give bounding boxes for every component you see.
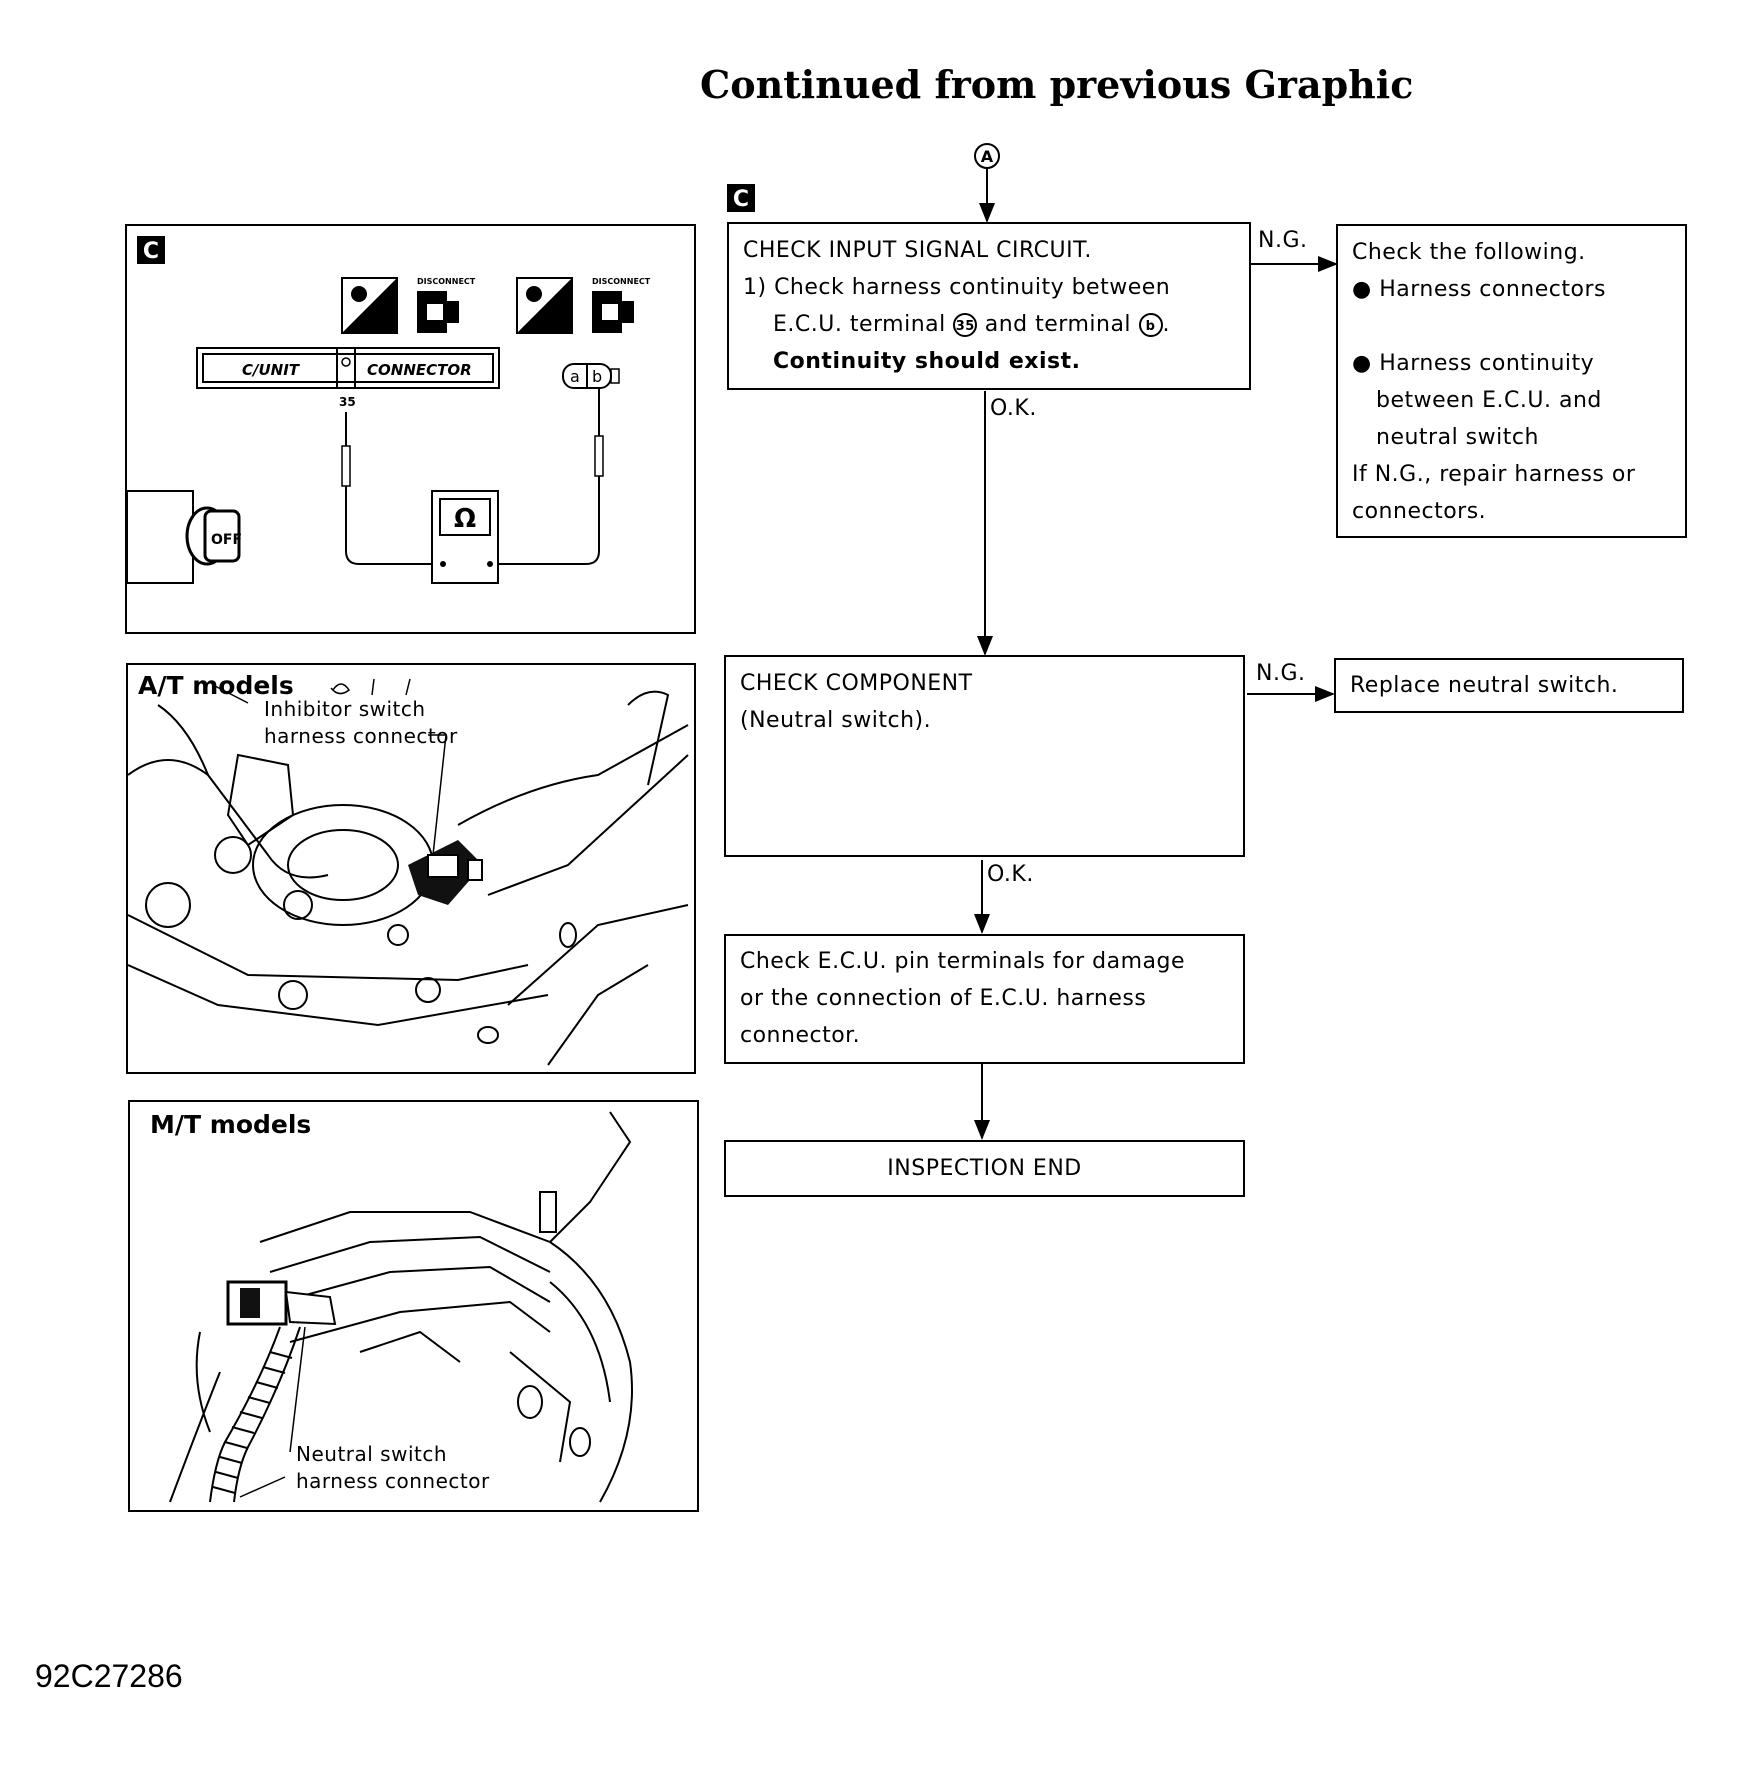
ignition-off-icon: OFF <box>185 506 242 566</box>
disconnect-label-2: DISCONNECT <box>592 277 651 286</box>
ok-label-1: O.K. <box>990 396 1037 421</box>
check-component-box: CHECK COMPONENT (Neutral switch). <box>724 655 1245 857</box>
ohm-symbol: Ω <box>454 504 476 534</box>
figure-code: 92C27286 <box>35 1658 183 1694</box>
mt-callout-line1: Neutral switch <box>296 1442 448 1466</box>
box1-line3a: E.C.U. terminal <box>773 312 946 337</box>
terminal-35-icon: 35 <box>953 313 978 337</box>
disconnect-icon-1 <box>341 277 398 334</box>
mt-models-label: M/T models <box>150 1110 312 1139</box>
at-callout-line2: harness connector <box>264 724 458 748</box>
terminal-b-label: b <box>592 367 602 386</box>
ngbox1-bullet2-text: Harness continuity <box>1379 351 1595 376</box>
box2-line2: (Neutral switch). <box>740 708 932 733</box>
box1-line2: 1) Check harness continuity between <box>743 275 1171 300</box>
ok-label-2: O.K. <box>987 862 1034 887</box>
box2-line1: CHECK COMPONENT <box>740 671 973 696</box>
ngbox1-last2: connectors. <box>1352 499 1487 524</box>
ngbox1-bullet2: ● Harness continuity <box>1352 351 1595 376</box>
box3-line3: connector. <box>740 1023 861 1048</box>
at-models-panel: A/T models Inhibitor switch harness conn… <box>126 663 696 1074</box>
box1-line3b: and terminal <box>984 312 1132 337</box>
terminal-b-icon: b <box>1138 313 1163 337</box>
box1-line1: CHECK INPUT SIGNAL CIRCUIT. <box>743 238 1092 263</box>
at-callout-line1: Inhibitor switch <box>264 697 426 721</box>
circuit-diagram: DISCONNECT DISCONNECT C/UNIT CONNECTOR 3… <box>127 277 651 584</box>
connector-icon-1 <box>417 291 459 333</box>
check-following-box: Check the following. ● Harness connector… <box>1336 224 1687 538</box>
ngbox1-spacer <box>1352 308 1671 345</box>
page-title: Continued from previous Graphic <box>700 62 1414 107</box>
ng-label-1: N.G. <box>1258 228 1308 253</box>
ngbox2-line1: Replace neutral switch. <box>1350 673 1619 698</box>
mt-callout-line2: harness connector <box>296 1469 490 1493</box>
ngbox1-line1: Check the following. <box>1352 240 1586 265</box>
disconnect-label-1: DISCONNECT <box>417 277 476 286</box>
ohmmeter-icon <box>127 490 194 584</box>
box1-line3: E.C.U. terminal 35 and terminal b. <box>743 306 1235 343</box>
mt-models-panel: M/T models Neutral switch harness connec… <box>128 1100 699 1512</box>
inspection-end-label: INSPECTION END <box>887 1156 1082 1181</box>
ignition-off-label: OFF <box>211 532 242 548</box>
box3-line1: Check E.C.U. pin terminals for damage <box>740 949 1185 974</box>
inhibitor-harness-connector <box>408 840 483 905</box>
ng-label-2: N.G. <box>1256 661 1306 686</box>
connector-icon-2 <box>592 291 634 333</box>
connector-a-letter: A <box>981 147 994 166</box>
replace-neutral-switch-box: Replace neutral switch. <box>1334 658 1684 713</box>
ngbox1-last1: If N.G., repair harness or <box>1352 462 1636 487</box>
cunit-label: C/UNIT <box>242 361 301 379</box>
check-input-signal-box: CHECK INPUT SIGNAL CIRCUIT. 1) Check har… <box>727 222 1251 390</box>
ngbox1-bullet1: ● Harness connectors <box>1352 277 1606 302</box>
section-tag-c: C <box>727 184 755 212</box>
at-models-label: A/T models <box>138 671 294 700</box>
terminal-a-label: a <box>570 367 580 386</box>
ngbox1-bullet1-text: Harness connectors <box>1379 277 1606 302</box>
circuit-panel-tag: C <box>137 236 165 264</box>
inspection-end-box: INSPECTION END <box>724 1140 1245 1197</box>
box1-line3c: . <box>1162 312 1171 337</box>
connector-label: CONNECTOR <box>367 361 472 379</box>
at-transmission-illustration <box>128 678 689 1066</box>
ngbox1-bullet2-l2: between E.C.U. and <box>1376 388 1602 413</box>
mt-transmission-illustration <box>169 1111 633 1503</box>
ngbox1-bullet2-l3: neutral switch <box>1376 425 1539 450</box>
disconnect-icon-2 <box>516 277 573 334</box>
box1-line4: Continuity should exist. <box>773 349 1081 374</box>
box3-line2: or the connection of E.C.U. harness <box>740 986 1147 1011</box>
pin-35-label: 35 <box>339 395 356 409</box>
cunit-connector-outline <box>196 347 500 389</box>
circuit-panel: C DISCONNECT DISCONNECT <box>125 224 696 634</box>
neutral-harness-connector <box>226 1280 337 1326</box>
harness-tube <box>209 1326 301 1503</box>
check-ecu-pins-box: Check E.C.U. pin terminals for damage or… <box>724 934 1245 1064</box>
